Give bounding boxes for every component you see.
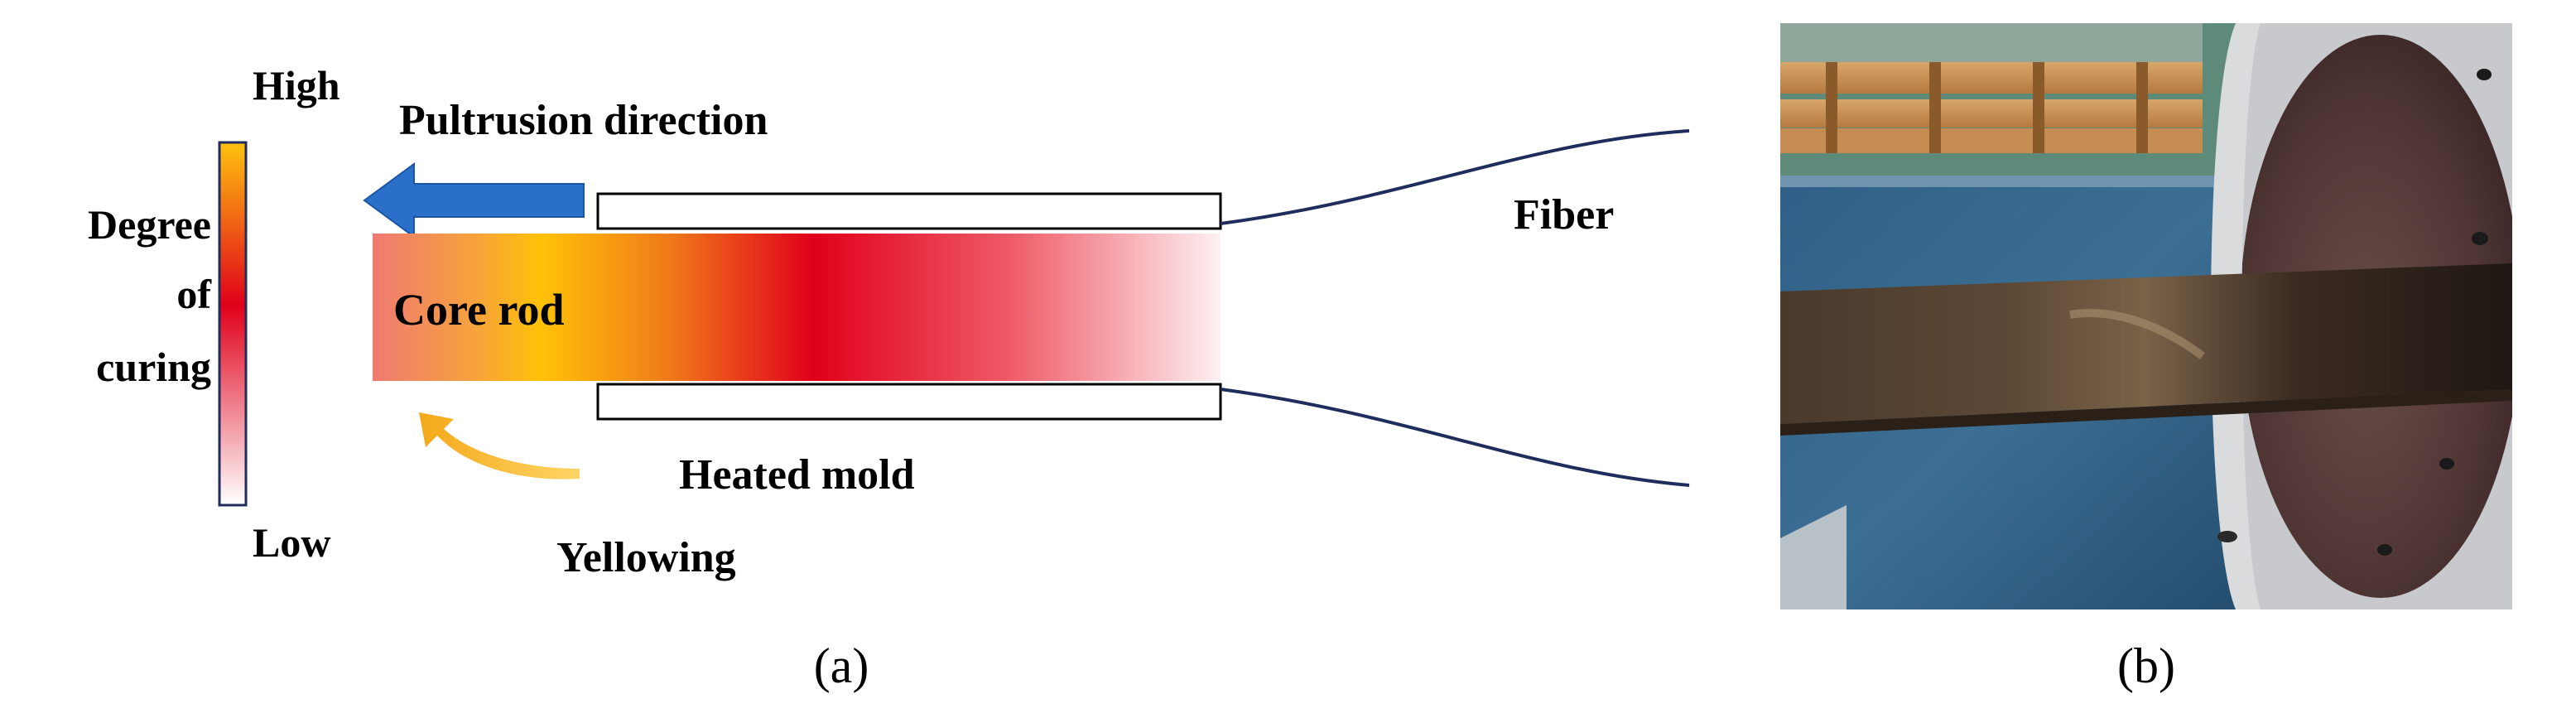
heated-mold-top	[596, 192, 1222, 230]
pultrusion-arrow-icon	[363, 162, 585, 238]
heated-mold-label: Heated mold	[679, 451, 915, 499]
panel-b-caption: (b)	[2117, 638, 2175, 693]
wooden-pallet	[1780, 23, 2203, 153]
scale-title-line-3: curing	[96, 344, 211, 390]
heated-mold-bottom	[596, 383, 1222, 421]
panel-a-caption: (a)	[814, 638, 869, 693]
curing-scale-bar	[218, 141, 248, 507]
scale-title-line-2: of	[176, 271, 212, 317]
yellowing-arrow-icon	[419, 412, 580, 479]
pultrusion-direction-label: Pultrusion direction	[399, 97, 768, 144]
panel-b: (b)	[1780, 23, 2512, 693]
core-rod-label: Core rod	[393, 285, 564, 335]
fiber-line-bottom	[1220, 388, 1690, 487]
yellowing-label: Yellowing	[556, 534, 736, 581]
scale-low-label: Low	[253, 519, 330, 566]
core-rod	[373, 234, 1221, 381]
dark-pultruded-core-rod	[1780, 263, 2512, 436]
panel-b-photo	[1780, 23, 2512, 609]
fiber-line-top	[1220, 129, 1690, 225]
fiber-label: Fiber	[1514, 191, 1614, 238]
scale-high-label: High	[253, 62, 340, 108]
scale-title-line-1: Degree	[88, 201, 211, 248]
panel-a: High Low Degree of curing Pultrusion dir…	[88, 62, 1690, 693]
